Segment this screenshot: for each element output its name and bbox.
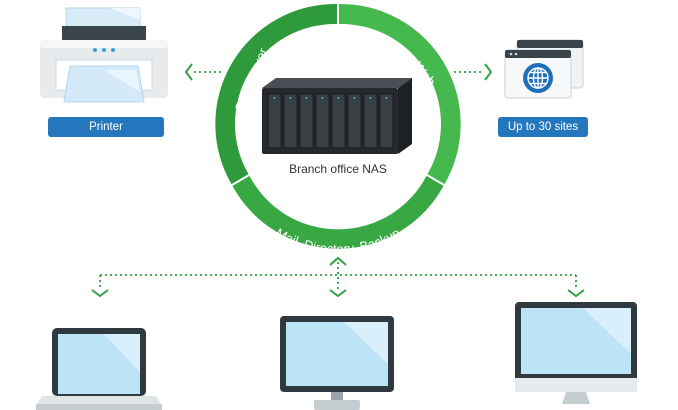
- laptop-icon: [36, 328, 162, 410]
- printer-label: Printer: [48, 117, 164, 137]
- desktop-monitor-icon: [280, 316, 394, 410]
- service-ring: [215, 3, 461, 249]
- printer-icon: [40, 7, 168, 103]
- nas-device-icon: [262, 78, 412, 154]
- web-connector: [454, 63, 493, 81]
- client-connector: [91, 256, 585, 298]
- nas-label: Branch office NAS: [289, 162, 387, 176]
- imac-icon: [515, 302, 637, 404]
- printer-connector: [184, 63, 224, 81]
- sites-label: Up to 30 sites: [498, 117, 588, 137]
- websites-globe-icon: [504, 39, 584, 99]
